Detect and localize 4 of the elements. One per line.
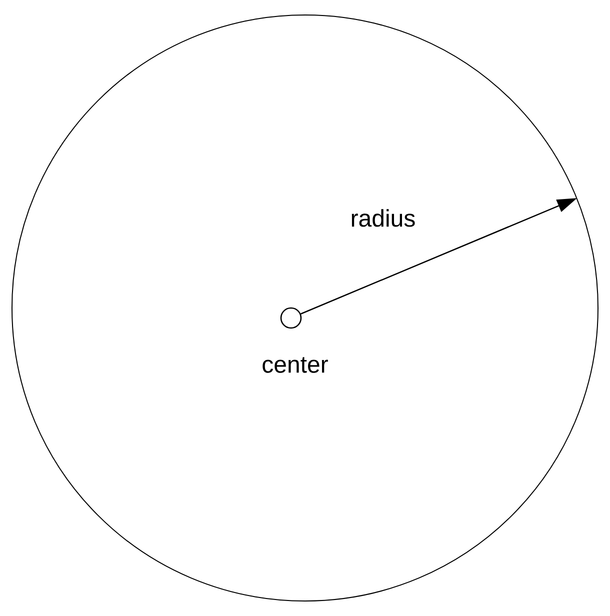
circle: [280, 307, 302, 329]
circle: [12, 14, 598, 602]
node-caption: center: [262, 357, 328, 373]
edge-label: radius: [349, 208, 417, 228]
